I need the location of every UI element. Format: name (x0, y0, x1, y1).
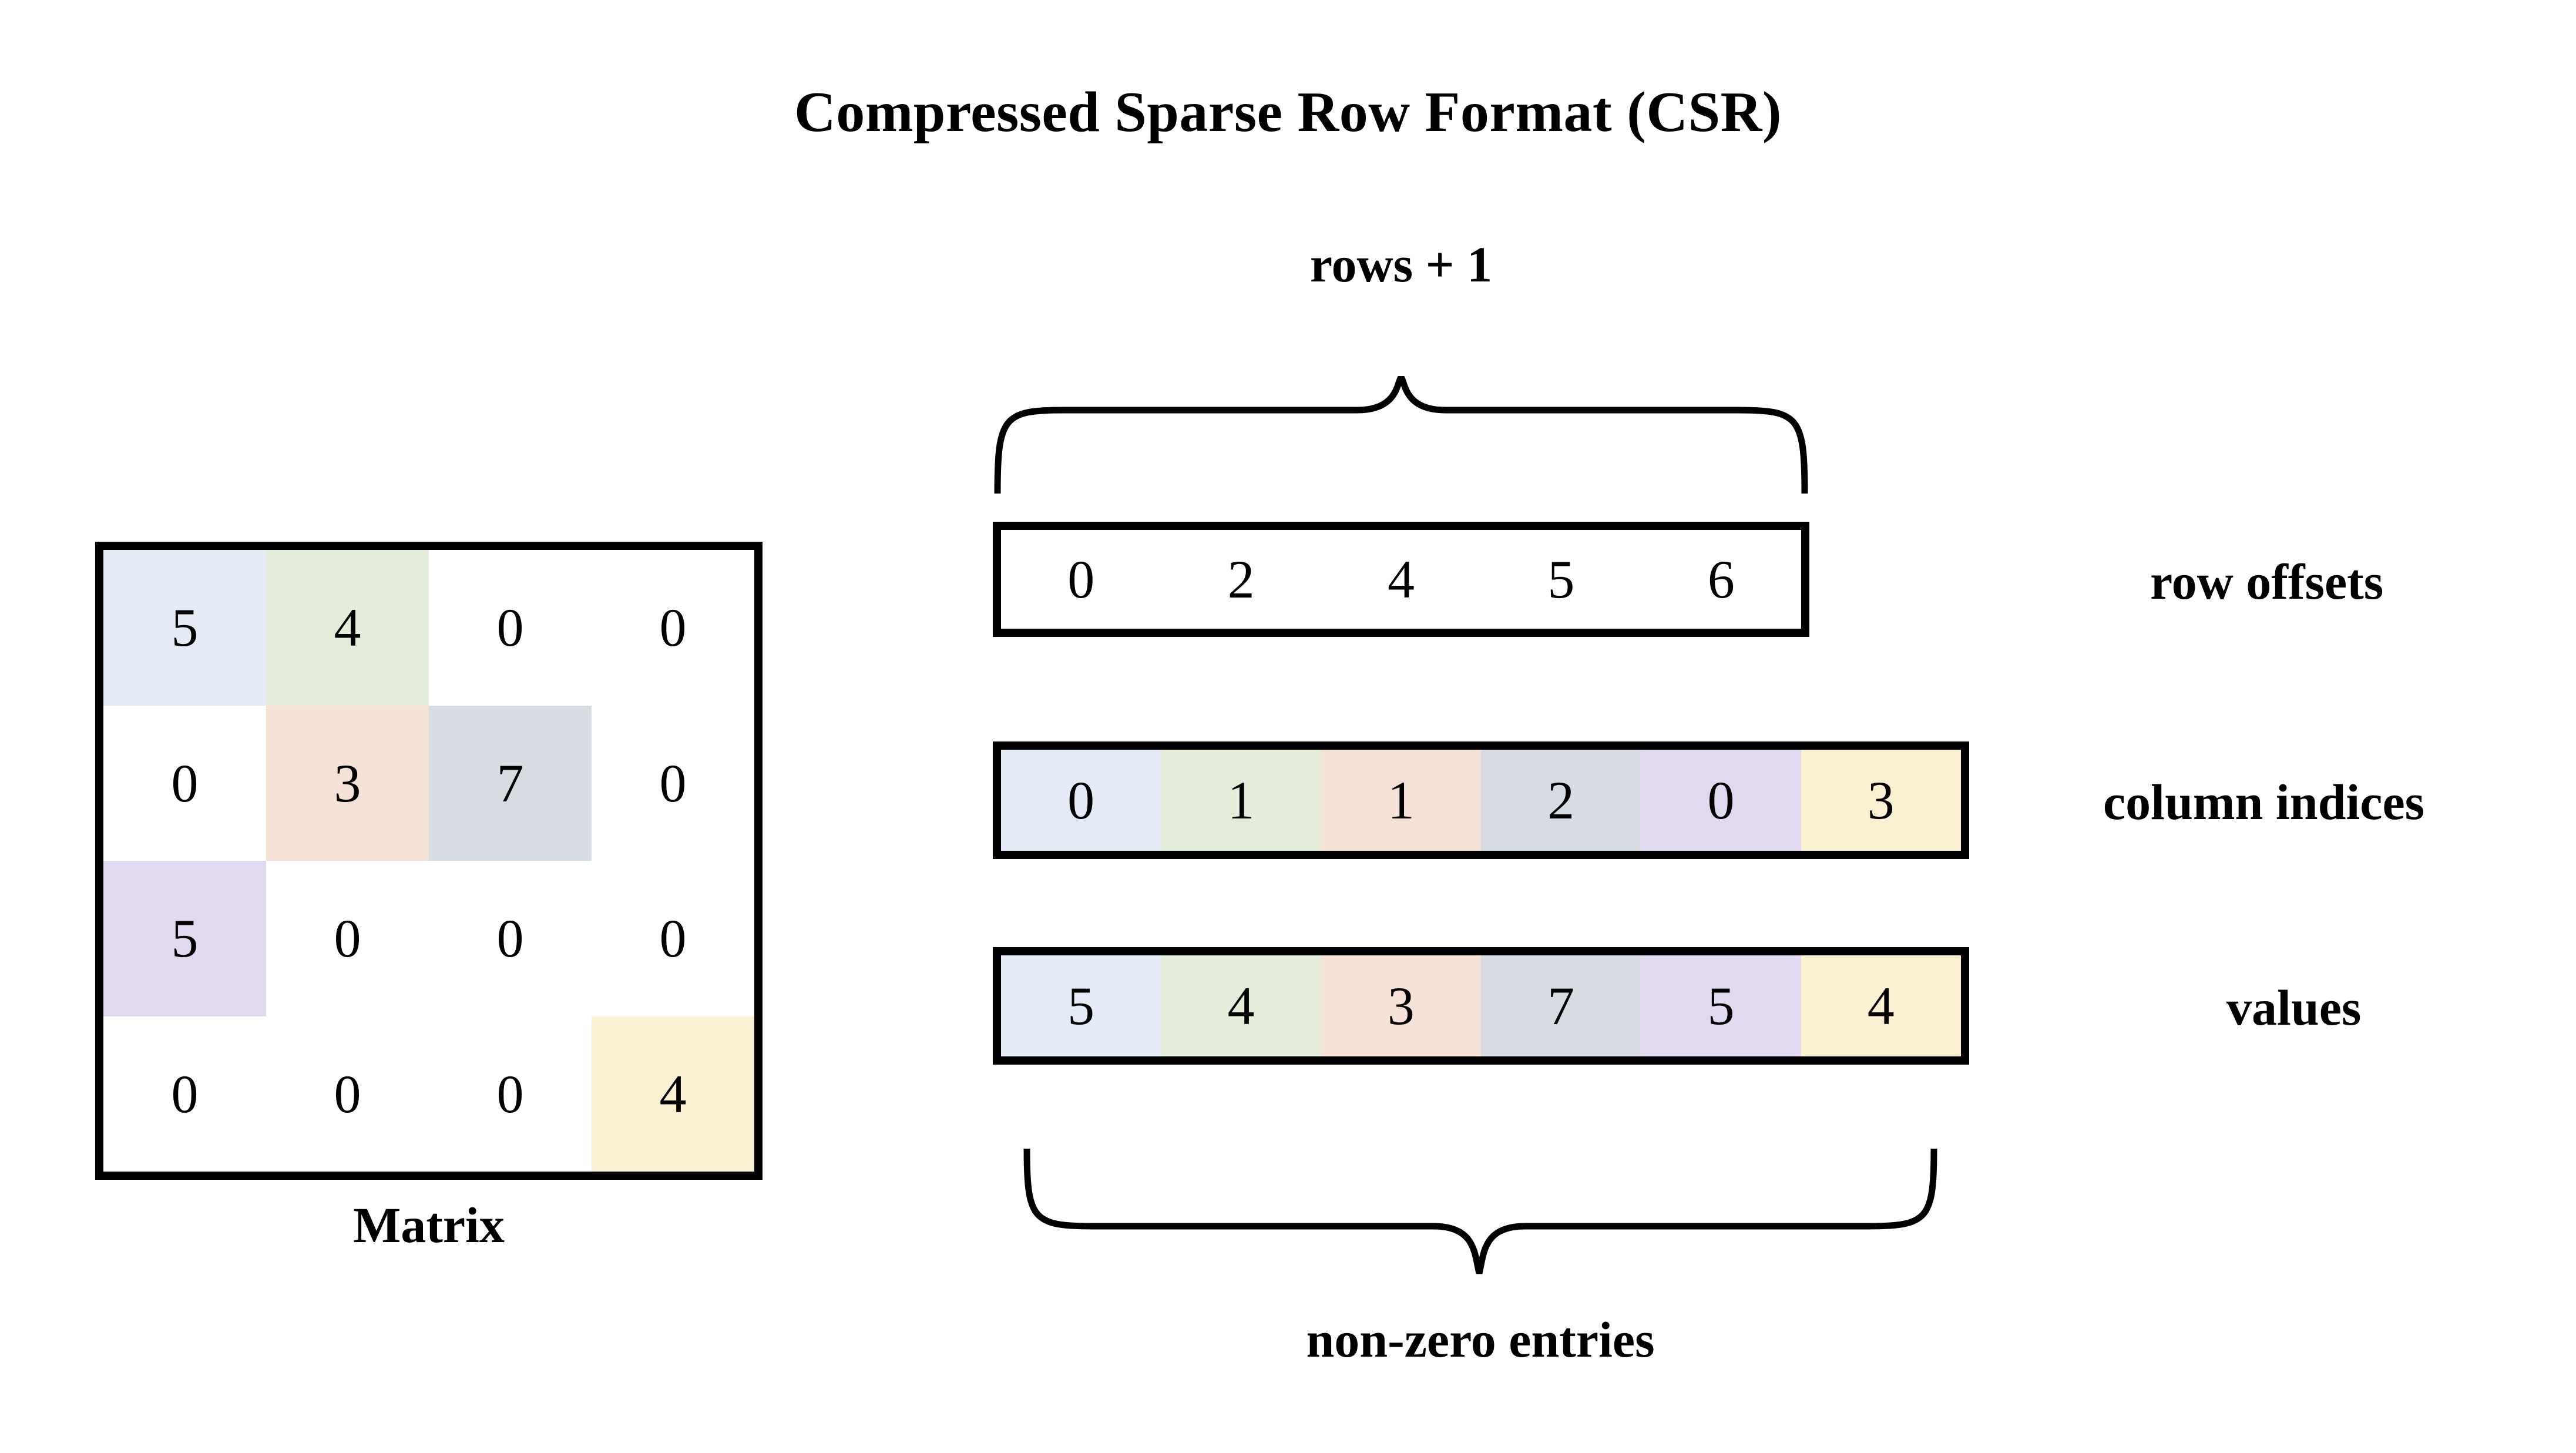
values-cell-4: 5 (1641, 955, 1801, 1056)
values-cell-3: 7 (1480, 955, 1641, 1056)
matrix-cell-r2-c3: 0 (592, 861, 754, 1016)
row-offsets-cell-0: 0 (1001, 530, 1161, 629)
matrix-cell-r2-c1: 0 (266, 861, 429, 1016)
column-indices-cell-0: 0 (1001, 750, 1161, 851)
matrix-caption: Matrix (353, 1197, 505, 1253)
column-indices-cell-3: 2 (1480, 750, 1641, 851)
matrix-cell-r3-c1: 0 (266, 1016, 429, 1172)
values-cell-1: 4 (1161, 955, 1321, 1056)
values-cell-2: 3 (1321, 955, 1481, 1056)
values-cell-0: 5 (1001, 955, 1161, 1056)
non-zero-entries-label: non-zero entries (1306, 1311, 1655, 1368)
row-offsets-cell-2: 4 (1321, 530, 1482, 629)
rows-plus-one-brace (993, 372, 1809, 497)
label-row-offsets: row offsets (2150, 553, 2384, 610)
matrix-cell-r0-c1: 4 (266, 550, 429, 706)
label-column-indices: column indices (2103, 774, 2425, 830)
matrix-cell-r3-c3: 4 (592, 1016, 754, 1172)
page-title: Compressed Sparse Row Format (CSR) (794, 80, 1782, 144)
matrix-cell-r1-c0: 0 (103, 705, 266, 861)
matrix-cell-r1-c1: 3 (266, 705, 429, 861)
values-cell-5: 4 (1801, 955, 1961, 1056)
rows-plus-one-label: rows + 1 (1309, 236, 1493, 293)
matrix-cell-r0-c3: 0 (592, 550, 754, 706)
label-values: values (2226, 979, 2362, 1036)
column-indices-cell-2: 1 (1321, 750, 1481, 851)
matrix-cell-r0-c2: 0 (429, 550, 592, 706)
column-indices-cell-4: 0 (1641, 750, 1801, 851)
matrix-cell-r2-c2: 0 (429, 861, 592, 1016)
column-indices-cell-5: 3 (1801, 750, 1961, 851)
matrix-cell-r0-c0: 5 (103, 550, 266, 706)
column-indices-cell-1: 1 (1161, 750, 1321, 851)
matrix-cell-r3-c0: 0 (103, 1016, 266, 1172)
matrix-cell-r2-c0: 5 (103, 861, 266, 1016)
row-offsets-cell-3: 5 (1481, 530, 1641, 629)
matrix-cell-r1-c3: 0 (592, 705, 754, 861)
non-zero-entries-brace (1022, 1145, 1939, 1275)
matrix-cell-r1-c2: 7 (429, 705, 592, 861)
matrix-cell-r3-c2: 0 (429, 1016, 592, 1172)
row-offsets-cell-1: 2 (1161, 530, 1321, 629)
row-offsets-cell-4: 6 (1641, 530, 1802, 629)
